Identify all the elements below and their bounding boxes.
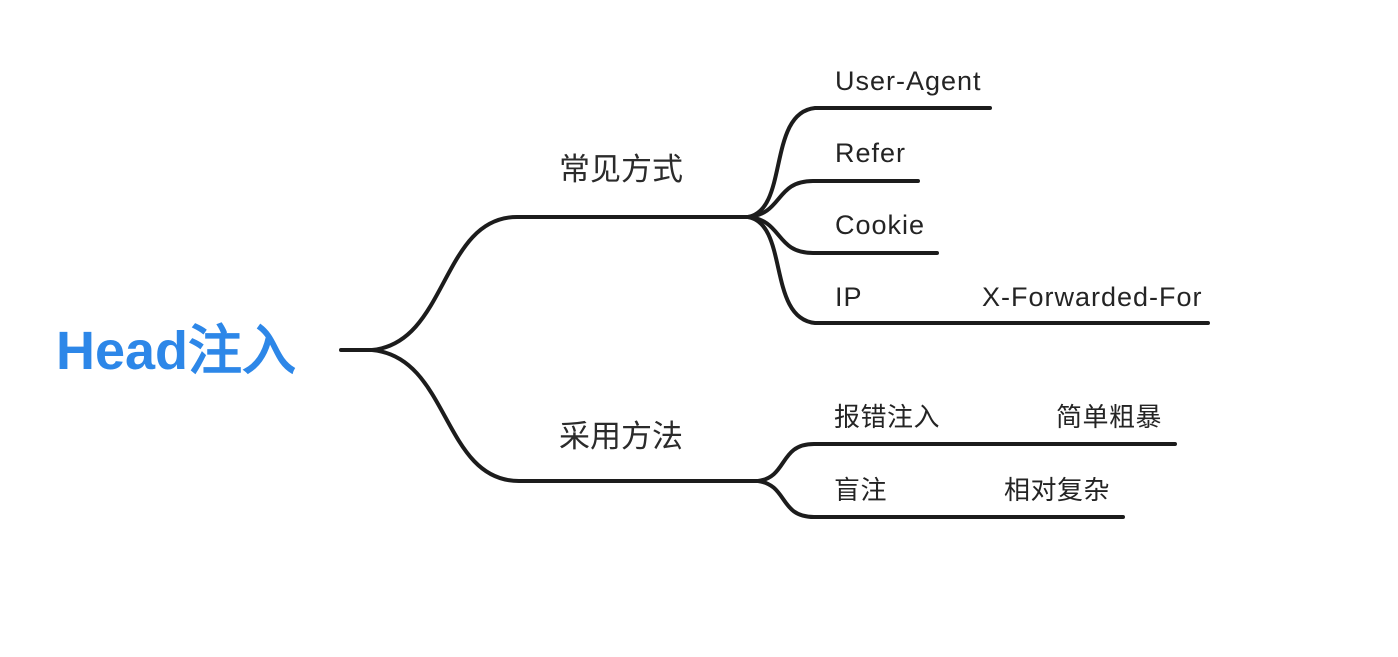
branch-line-user-agent [746, 106, 992, 219]
child-node-error-injection-note[interactable]: 简单粗暴 [1056, 402, 1163, 432]
branch-node-adopted-methods[interactable]: 采用方法 [559, 419, 683, 454]
branch-line-refer [746, 179, 920, 219]
child-node-user-agent[interactable]: User-Agent [835, 66, 982, 96]
child-node-error-injection[interactable]: 报错注入 [834, 402, 941, 432]
child-node-refer[interactable]: Refer [835, 138, 907, 168]
child-node-blind-injection[interactable]: 盲注 [834, 475, 888, 505]
child-node-ip[interactable]: IP [835, 282, 863, 312]
branch-line-adopted-methods [370, 348, 760, 483]
branch-line-common-methods [370, 215, 750, 352]
branch-line-error-injection [756, 442, 1177, 483]
child-node-cookie[interactable]: Cookie [835, 210, 926, 240]
branch-node-common-methods[interactable]: 常见方式 [559, 152, 683, 187]
branch-line-blind-injection [756, 479, 1125, 519]
child-node-x-forwarded-for[interactable]: X-Forwarded-For [982, 282, 1203, 312]
child-node-blind-injection-note[interactable]: 相对复杂 [1004, 475, 1111, 505]
branch-line-ip [746, 215, 1210, 325]
root-node[interactable]: Head注入 [56, 321, 297, 381]
